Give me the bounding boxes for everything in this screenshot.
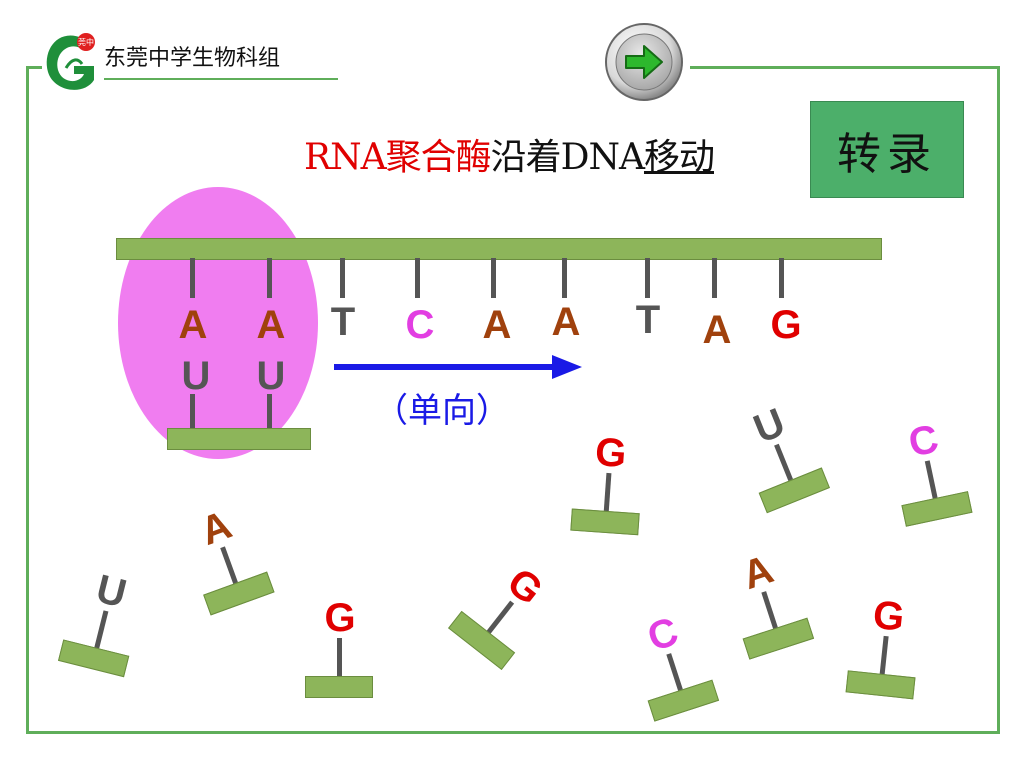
dna-stem xyxy=(190,258,195,298)
dna-stem xyxy=(562,258,567,298)
nucleotide-bar xyxy=(758,467,830,514)
nucleotide-bar xyxy=(845,670,916,700)
free-nucleotide: C xyxy=(875,412,994,577)
school-name: 东莞中学生物科组 xyxy=(104,46,281,71)
dna-base: A xyxy=(551,300,581,344)
frame-left xyxy=(26,66,29,734)
nucleotide-letter: G xyxy=(324,596,356,640)
nucleotide-letter: U xyxy=(747,400,792,452)
frame-top-right xyxy=(690,66,1000,69)
title-middle: 沿着DNA xyxy=(490,137,645,178)
nucleotide-bar xyxy=(305,676,373,698)
free-nucleotide: G xyxy=(557,430,657,586)
nucleotide-stem xyxy=(761,591,779,631)
logo-badge-text: 莞中 xyxy=(78,37,94,47)
dna-base: T xyxy=(635,298,661,342)
free-nucleotide: U xyxy=(36,561,160,728)
nucleotide-bar xyxy=(570,508,640,536)
next-slide-button[interactable] xyxy=(604,22,684,102)
rna-strand xyxy=(167,428,311,450)
frame-right xyxy=(997,66,1000,734)
free-nucleotide: G xyxy=(409,543,572,717)
dna-base: C xyxy=(405,303,435,347)
rna-base: U xyxy=(256,354,286,398)
dna-strand xyxy=(116,238,882,260)
nucleotide-bar xyxy=(742,617,815,660)
title-move: 移动 xyxy=(643,137,715,178)
school-logo: 莞中 xyxy=(46,33,95,90)
dna-stem xyxy=(340,258,345,298)
nucleotide-bar xyxy=(448,610,516,671)
dna-base: T xyxy=(330,300,356,344)
free-nucleotide: G xyxy=(830,592,935,751)
title-enzyme: RNA聚合酶 xyxy=(304,137,492,178)
dna-base: G xyxy=(770,303,802,347)
direction-arrow xyxy=(334,355,582,379)
nucleotide-letter: C xyxy=(904,416,943,466)
dna-base: A xyxy=(178,303,208,347)
rna-stem xyxy=(190,394,195,430)
direction-label: （单向） xyxy=(374,391,510,431)
rna-polymerase xyxy=(118,187,318,459)
nucleotide-bar xyxy=(203,571,275,616)
nucleotide-stem xyxy=(603,472,612,514)
free-nucleotide: U xyxy=(720,391,860,564)
nucleotide-stem xyxy=(93,610,109,651)
nucleotide-stem xyxy=(774,443,794,483)
free-nucleotide: A xyxy=(709,540,841,710)
nucleotide-stem xyxy=(485,600,515,636)
dna-stem xyxy=(779,258,784,298)
free-nucleotide: A xyxy=(167,494,303,666)
free-nucleotide: C xyxy=(614,602,746,772)
rna-stem xyxy=(267,394,272,430)
free-nucleotide: G xyxy=(295,598,385,748)
dna-stem xyxy=(712,258,717,298)
nucleotide-stem xyxy=(879,635,889,677)
nucleotide-stem xyxy=(337,638,342,678)
nucleotide-stem xyxy=(220,546,239,586)
dna-base: A xyxy=(702,308,732,352)
dna-stem xyxy=(645,258,650,298)
nucleotide-letter: G xyxy=(870,592,907,640)
nucleotide-letter: A xyxy=(737,547,779,599)
nucleotide-letter: C xyxy=(642,609,684,661)
nucleotide-letter: A xyxy=(195,502,238,554)
nucleotide-stem xyxy=(924,460,938,501)
dna-stem xyxy=(491,258,496,298)
nucleotide-bar xyxy=(647,679,720,722)
nucleotide-letter: G xyxy=(593,430,628,477)
dna-base: A xyxy=(482,303,512,347)
rna-base: U xyxy=(181,354,211,398)
dna-stem xyxy=(267,258,272,298)
slide-title: RNA聚合酶沿着DNA移动 xyxy=(304,128,715,180)
dna-stem xyxy=(415,258,420,298)
dna-base: A xyxy=(256,303,286,347)
frame-bottom xyxy=(26,731,1000,734)
nucleotide-letter: U xyxy=(91,566,131,617)
nucleotide-stem xyxy=(666,653,684,693)
school-name-underline xyxy=(104,78,338,80)
transcription-tag: 转录 xyxy=(810,101,964,198)
frame-top-left xyxy=(26,66,42,69)
right-arrow-icon xyxy=(625,45,663,79)
